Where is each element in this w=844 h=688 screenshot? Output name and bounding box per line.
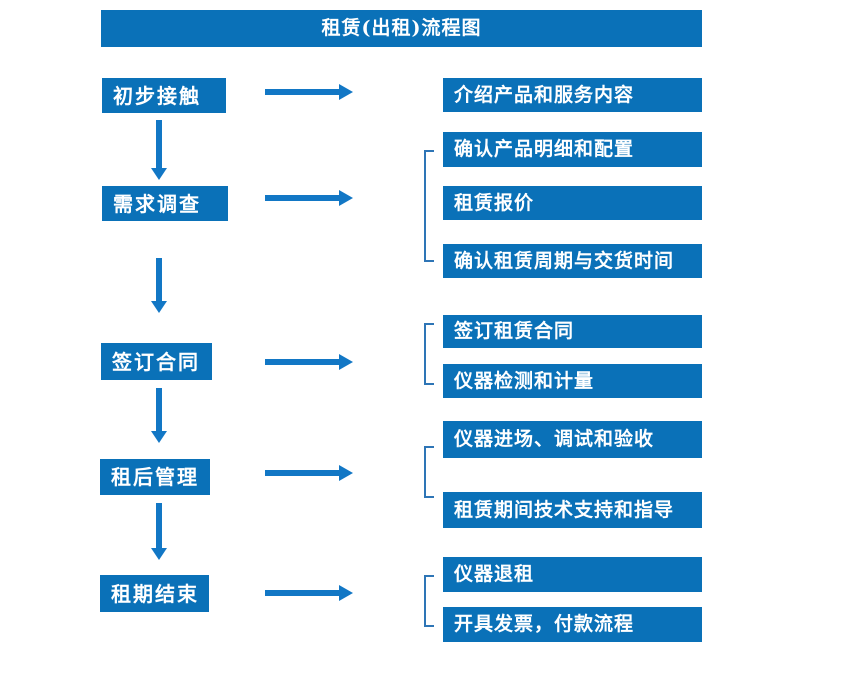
group-bracket-post-rental-management <box>424 446 434 498</box>
detail-box-introduce-products: 介绍产品和服务内容 <box>443 78 702 112</box>
right-arrow-icon-5 <box>265 585 353 601</box>
arrow-head <box>339 465 353 481</box>
flowchart-title-text: 租赁(出租)流程图 <box>321 17 482 39</box>
arrow-stem <box>156 388 162 431</box>
arrow-head <box>151 168 167 180</box>
arrow-head <box>151 431 167 443</box>
arrow-stem <box>156 503 162 548</box>
arrow-head <box>339 354 353 370</box>
arrow-head <box>151 548 167 560</box>
detail-box-tech-support: 租赁期间技术支持和指导 <box>443 492 702 528</box>
detail-box-sign-rental-contract: 签订租赁合同 <box>443 315 702 348</box>
detail-box-confirm-product-details: 确认产品明细和配置 <box>443 132 702 167</box>
arrow-stem <box>265 470 339 476</box>
arrow-stem <box>156 120 162 168</box>
arrow-head <box>339 190 353 206</box>
arrow-stem <box>156 258 162 301</box>
group-bracket-contract-signing <box>424 323 434 385</box>
detail-box-rental-quote: 租赁报价 <box>443 186 702 220</box>
step-box-contract-signing: 签订合同 <box>101 343 212 380</box>
step-box-initial-contact: 初步接触 <box>102 78 226 113</box>
step-box-rental-end: 租期结束 <box>100 575 209 612</box>
detail-box-invoice-payment: 开具发票，付款流程 <box>443 607 702 642</box>
group-bracket-rental-end <box>424 575 434 627</box>
arrow-head <box>339 84 353 100</box>
flowchart-title: 租赁(出租)流程图 <box>101 10 702 47</box>
arrow-head <box>339 585 353 601</box>
group-bracket-requirement-survey <box>424 150 434 262</box>
right-arrow-icon-4 <box>265 465 353 481</box>
detail-box-instrument-setup: 仪器进场、调试和验收 <box>443 421 702 458</box>
right-arrow-icon-2 <box>265 190 353 206</box>
right-arrow-icon-3 <box>265 354 353 370</box>
down-arrow-icon-3 <box>151 388 167 443</box>
arrow-head <box>151 301 167 313</box>
arrow-stem <box>265 359 339 365</box>
arrow-stem <box>265 590 339 596</box>
arrow-stem <box>265 89 339 95</box>
detail-box-instrument-testing: 仪器检测和计量 <box>443 364 702 398</box>
detail-box-instrument-return: 仪器退租 <box>443 557 702 592</box>
detail-box-confirm-rental-period: 确认租赁周期与交货时间 <box>443 244 702 278</box>
step-box-requirement-survey: 需求调查 <box>102 186 228 221</box>
arrow-stem <box>265 195 339 201</box>
right-arrow-icon-1 <box>265 84 353 100</box>
down-arrow-icon-4 <box>151 503 167 560</box>
down-arrow-icon-1 <box>151 120 167 180</box>
down-arrow-icon-2 <box>151 258 167 313</box>
step-box-post-rental-management: 租后管理 <box>100 459 210 495</box>
